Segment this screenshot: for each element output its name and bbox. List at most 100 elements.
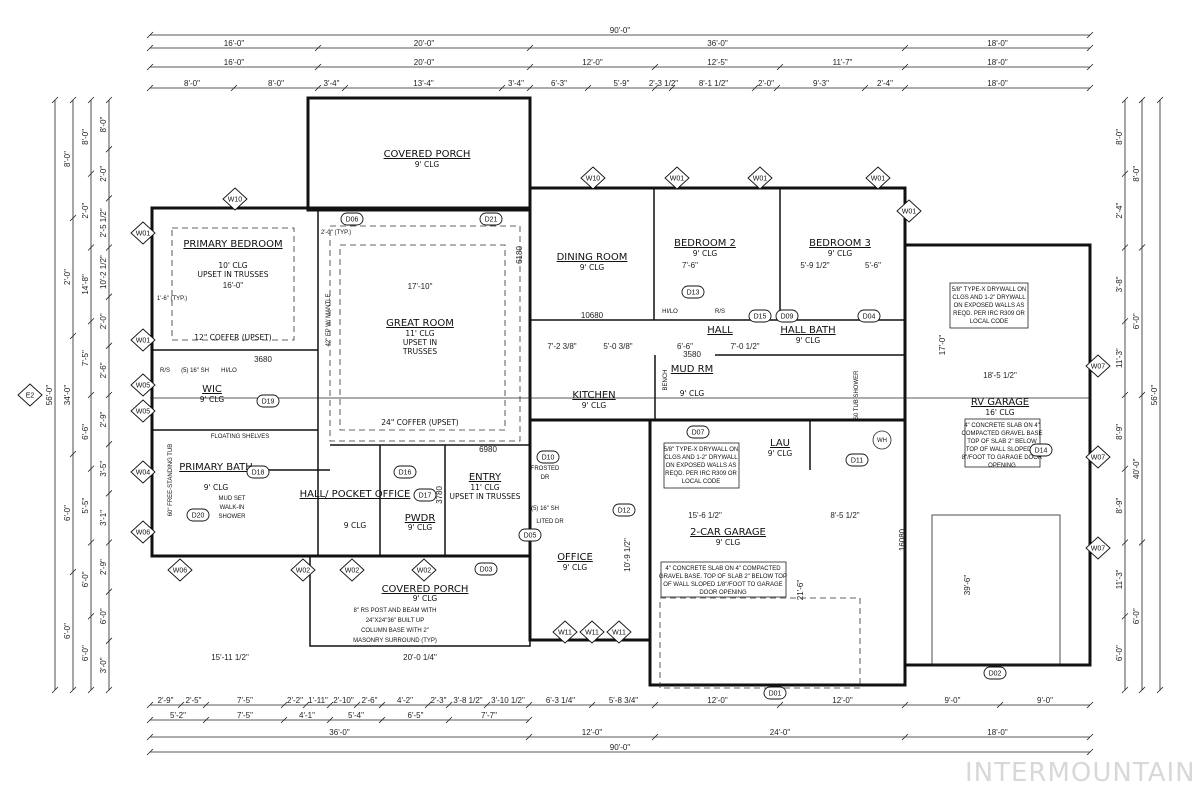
dimension-tick <box>105 195 113 202</box>
dimension-tick <box>773 84 781 92</box>
dimension-tick <box>776 63 784 71</box>
note-line: MASONRY SURROUND (TYP) <box>353 638 437 644</box>
dimension-label: 2'-6" <box>99 362 108 378</box>
dimension-tick <box>1086 31 1094 39</box>
ceiling-label: 9' CLG <box>204 483 229 492</box>
door-tag-d07: D07 <box>686 425 710 439</box>
dimension-tick <box>280 716 288 724</box>
dimension-tick <box>1138 686 1146 694</box>
dimension-label: 24'-0" <box>770 728 791 737</box>
tag-label: D04 <box>863 314 876 321</box>
ceiling-note: TRUSSES <box>402 347 438 356</box>
room-hall-pocket-office: HALL/ POCKET OFFICE <box>300 489 411 500</box>
ceiling-note: UPSET IN TRUSSES <box>198 270 269 279</box>
dimension-tick <box>105 391 113 399</box>
dimension-tick <box>651 63 659 71</box>
dimension-label: 5'-5" <box>81 498 90 514</box>
dimension-label: 2'-9" <box>158 696 174 705</box>
note-line: DR <box>541 475 550 481</box>
dimension-label: 4'-2" <box>397 696 413 705</box>
dimension-label: 8'-0" <box>1132 166 1141 182</box>
dimension-tick <box>105 145 113 153</box>
dimension-tick <box>353 701 361 709</box>
note-line: REQD. PER IRC R309 OR <box>665 471 737 477</box>
tag-label: D16 <box>399 470 412 477</box>
dimension-tick <box>651 701 659 709</box>
tub-shower-note: 60 TUB SHOWER <box>854 370 860 420</box>
dimension-tick <box>69 332 77 340</box>
dimension-label: 11'-3" <box>1115 348 1124 368</box>
dimension-label: 6'-0" <box>81 571 90 587</box>
dimension-label: 3'-5" <box>99 461 108 477</box>
window-tag-w05: W05 <box>130 373 156 397</box>
room-primary-bedroom: PRIMARY BEDROOM <box>183 239 282 250</box>
dimension-label: 4'-1" <box>299 711 315 720</box>
tag-label: D19 <box>262 399 275 406</box>
dimension-label: 10'-2 1/2" <box>99 255 108 289</box>
rod-shelf-note: R/S <box>715 309 725 315</box>
note-line: TOP OF WALL SLOPED 1/ <box>966 447 1039 453</box>
dim-label: 5'-9 1/2" <box>800 261 829 270</box>
dim-label: 15'-6 1/2" <box>688 511 722 520</box>
room-pwdr: PWDR <box>405 513 436 524</box>
tag-label: W07 <box>1091 455 1106 462</box>
ceiling-label: 9' CLG <box>582 401 607 410</box>
dimension-tick <box>177 701 185 709</box>
room-entry: ENTRY <box>469 472 502 483</box>
dim-label: 15'-11 1/2" <box>211 653 249 662</box>
dimension-label: 16'-0" <box>224 39 245 48</box>
dimension-tick <box>1086 733 1094 741</box>
dimension-tick <box>483 701 491 709</box>
ceiling-label: 11' CLG <box>470 483 499 492</box>
dim-label: 18'-5 1/2" <box>983 371 1017 380</box>
dim-label: 7'-2 3/8" <box>547 342 576 351</box>
ceiling-label: 9' CLG <box>796 336 821 345</box>
dim-label: 7'-6" <box>682 261 698 270</box>
window-tag-w11: W11 <box>606 620 632 644</box>
note-line: 4" CONCRETE SLAB ON 4" COMPACTED <box>665 566 781 572</box>
dimension-label: 56'-0" <box>45 385 54 406</box>
room-wic: WIC <box>202 384 222 395</box>
dimension-tick <box>87 465 95 473</box>
shelf-note: (5) 16" SH <box>181 368 209 374</box>
dimension-label: 14'-8" <box>81 274 90 295</box>
dimension-tick <box>105 342 113 350</box>
note-line: LOCAL CODE <box>970 319 1008 325</box>
window-tag-w01: W01 <box>747 166 773 190</box>
dimension-tick <box>588 701 596 709</box>
dim-label: 3580 <box>683 350 701 359</box>
tag-label: D02 <box>989 671 1002 678</box>
tag-label: W05 <box>136 383 151 390</box>
dimension-tick <box>105 293 113 300</box>
door-tag-d10: D10 <box>536 450 560 464</box>
dimension-tick <box>1138 244 1146 251</box>
dimension-tick <box>146 31 154 39</box>
dimension-tick <box>526 84 534 92</box>
room-hall-bath: HALL BATH <box>780 325 835 336</box>
door-tag-d19: D19 <box>256 394 280 408</box>
tag-label: W01 <box>871 176 886 183</box>
note-line: 5/8" TYPE-X DRYWALL ON <box>664 447 739 453</box>
ceiling-label: 9' CLG <box>680 389 705 398</box>
note-line: CLGS AND 1-2" DRYWALL <box>952 295 1026 301</box>
door-tag-d01: D01 <box>763 686 787 700</box>
tag-label: D15 <box>754 314 767 321</box>
dimension-tick <box>87 317 95 325</box>
dim-label: 8'-5 1/2" <box>830 511 859 520</box>
dimension-tick <box>1121 539 1129 546</box>
door-tag-d03: D03 <box>474 562 498 576</box>
dimension-tick <box>526 44 534 52</box>
tag-label: D11 <box>851 458 863 465</box>
dimension-tick <box>901 84 909 92</box>
tag-label: D18 <box>252 470 265 477</box>
dimension-label: 3'-8 1/2" <box>453 696 482 705</box>
door-tag-d16: D16 <box>393 465 417 479</box>
dimension-label: 13'-4" <box>413 79 434 88</box>
ceiling-label: 9' CLG <box>580 263 605 272</box>
tag-label: D21 <box>485 217 498 224</box>
window-tag-w01: W01 <box>130 221 156 245</box>
dimension-tick <box>751 84 759 92</box>
dimension-label: 9'-0" <box>945 696 961 705</box>
